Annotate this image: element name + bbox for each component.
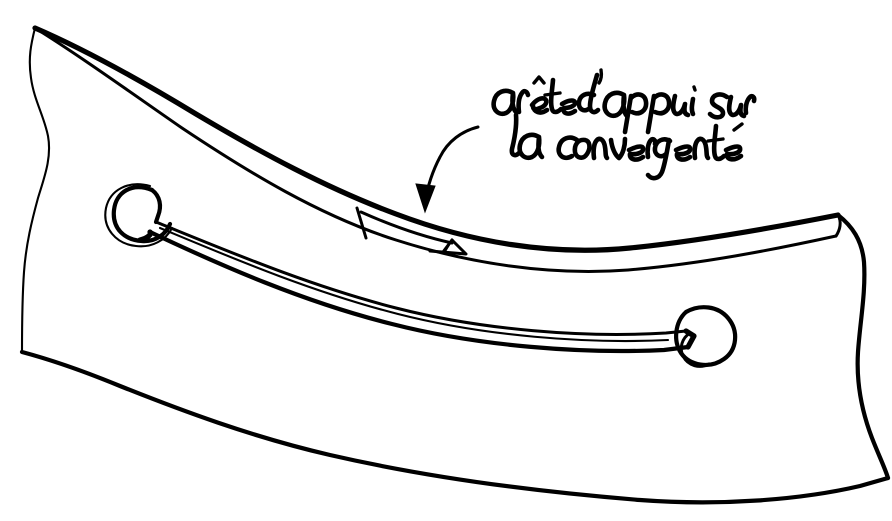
rib-right-vee: [428, 238, 468, 256]
left-boss-slot-junction-upper: [149, 187, 163, 225]
rib-left-end: [355, 206, 368, 240]
left-boss: [104, 183, 174, 248]
top-band-right-cap: [834, 213, 842, 238]
annotation-line-2: [509, 112, 744, 181]
left-boss-outer-ring: [104, 183, 174, 248]
slot-lower-wall: [147, 229, 691, 354]
curved-slot: [147, 220, 691, 354]
right-boss-slot-notch: [683, 328, 697, 350]
leader-arrowhead: [415, 183, 436, 214]
annotation-leader-arrow: [415, 125, 480, 214]
top-band-upper-edge: [32, 25, 841, 253]
rib-top-edge: [359, 210, 454, 245]
outer-body: [19, 26, 891, 505]
left-boss-inner-circle: [111, 185, 173, 244]
top-band: [32, 25, 842, 273]
outer-body-bottom-edge: [19, 349, 891, 505]
annotation-line-1: [491, 68, 757, 135]
outer-body-right-edge: [835, 212, 891, 481]
right-boss-circle: [674, 305, 738, 368]
right-boss: [674, 305, 738, 368]
top-band-lower-edge: [33, 26, 838, 273]
right-boss-inner-arc: [679, 331, 711, 368]
left-boss-slot-junction-lower: [137, 229, 154, 243]
slot-shadow-line: [158, 226, 670, 343]
slot-upper-wall: [154, 220, 688, 336]
rib-detail: [355, 206, 468, 256]
outer-body-left-edge: [20, 26, 51, 354]
rib-right-vee-inner: [442, 238, 454, 255]
